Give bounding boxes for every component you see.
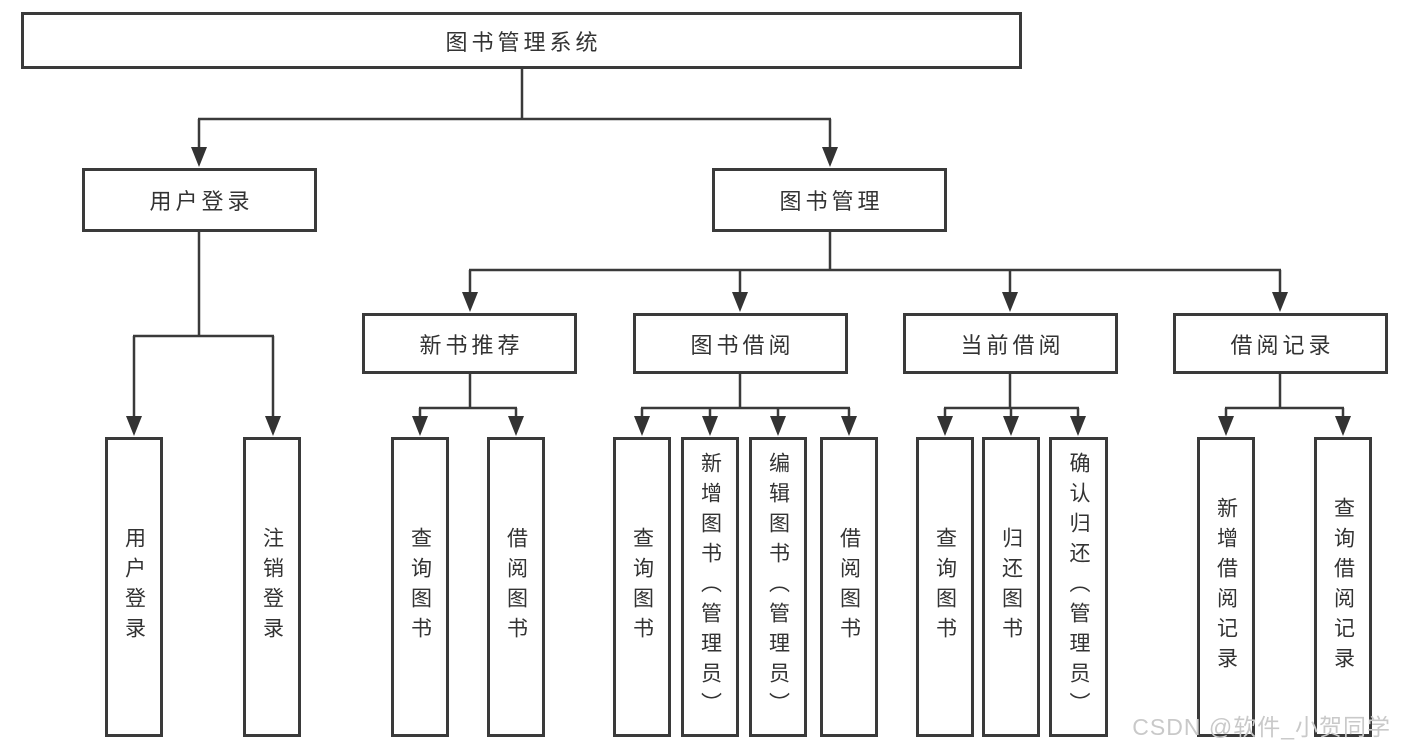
leaf-add-borrow-record: 新增借阅记录 [1197,437,1255,737]
leaf-query-borrow-record: 查询借阅记录 [1314,437,1372,737]
leaf-edit-book-admin: 编辑图书（管理员） [749,437,807,737]
arrowhead-icon [702,416,718,436]
arrowhead-icon [634,416,650,436]
leaf-query-books-recommend: 查询图书 [391,437,449,737]
leaf-query-borrow-record-label: 查询借阅记录 [1331,497,1355,677]
node-borrow-records-label: 借阅记录 [1230,332,1335,358]
node-book-borrow: 图书借阅 [633,313,848,374]
arrowhead-icon [1218,416,1234,436]
arrowhead-icon [1070,416,1086,436]
arrowhead-icon [126,416,142,436]
node-user-login-label: 用户登录 [149,189,254,214]
node-current-borrow: 当前借阅 [903,313,1118,374]
node-user-login: 用户登录 [82,168,317,232]
leaf-borrow-books: 借阅图书 [820,437,878,737]
node-root: 图书管理系统 [21,12,1022,69]
leaf-borrow-books-recommend-label: 借阅图书 [504,527,528,647]
leaf-user-login: 用户登录 [105,437,163,737]
arrowhead-icon [462,292,478,312]
node-new-book-recommend-label: 新书推荐 [419,332,524,358]
leaf-query-books-recommend-label: 查询图书 [408,527,432,647]
leaf-add-book-admin: 新增图书（管理员） [681,437,739,737]
arrowhead-icon [937,416,953,436]
leaf-edit-book-admin-label: 编辑图书（管理员） [766,452,790,722]
node-book-management: 图书管理 [712,168,947,232]
leaf-query-books-current: 查询图书 [916,437,974,737]
node-current-borrow-label: 当前借阅 [960,332,1065,358]
node-book-management-label: 图书管理 [779,189,884,214]
arrowhead-icon [822,147,838,167]
leaf-return-book: 归还图书 [982,437,1040,737]
arrowhead-icon [1335,416,1351,436]
leaf-borrow-books-recommend: 借阅图书 [487,437,545,737]
leaf-query-books-borrow: 查询图书 [613,437,671,737]
arrowhead-icon [191,147,207,167]
leaf-confirm-return-admin-label: 确认归还（管理员） [1067,452,1090,722]
arrowhead-icon [508,416,524,436]
watermark: CSDN @软件_小贺同学 [1132,714,1391,740]
node-root-label: 图书管理系统 [445,29,602,55]
arrowhead-icon [1003,416,1019,436]
leaf-return-book-label: 归还图书 [999,527,1023,647]
arrowhead-icon [265,416,281,436]
arrowhead-icon [412,416,428,436]
arrowhead-icon [841,416,857,436]
leaf-add-borrow-record-label: 新增借阅记录 [1214,497,1238,677]
leaf-borrow-books-label: 借阅图书 [837,527,861,647]
leaf-logout-label: 注销登录 [260,527,284,647]
leaf-add-book-admin-label: 新增图书（管理员） [698,452,722,722]
arrowhead-icon [770,416,786,436]
leaf-logout: 注销登录 [243,437,301,737]
arrowhead-icon [1272,292,1288,312]
arrowhead-icon [1002,292,1018,312]
leaf-confirm-return-admin: 确认归还（管理员） [1049,437,1108,737]
node-new-book-recommend: 新书推荐 [362,313,577,374]
arrowhead-icon [732,292,748,312]
node-book-borrow-label: 图书借阅 [690,332,795,358]
leaf-query-books-borrow-label: 查询图书 [630,527,654,647]
leaf-user-login-label: 用户登录 [122,527,146,647]
leaf-query-books-current-label: 查询图书 [933,527,957,647]
node-borrow-records: 借阅记录 [1173,313,1388,374]
